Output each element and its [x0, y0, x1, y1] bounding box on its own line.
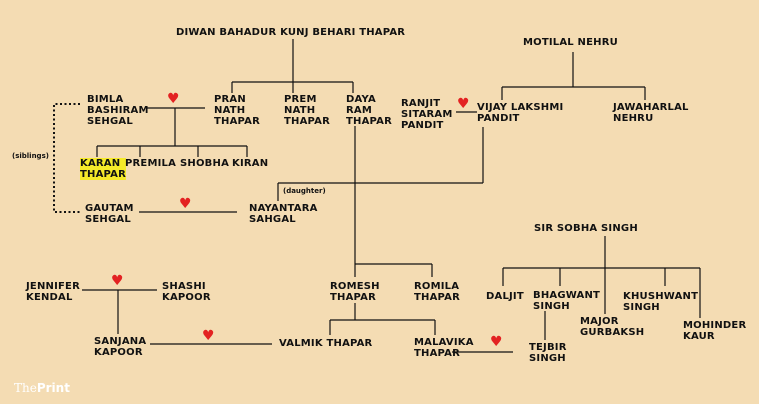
person-vijay-lakshmi-pandit: VIJAY LAKSHMI PANDIT: [477, 102, 564, 124]
person-bimla-bashiram-sehgal: BIMLA BASHIRAM SEHGAL: [87, 94, 149, 127]
person-diwan-bahadur-kunj-behari-thapar: DIWAN BAHADUR KUNJ BEHARI THAPAR: [176, 27, 406, 38]
person-gautam-sehgal: GAUTAM SEHGAL: [85, 203, 134, 225]
heart-icon: ♥: [111, 273, 124, 289]
person-sanjana-kapoor: SANJANA KAPOOR: [94, 336, 147, 358]
person-prem-nath-thapar: PREM NATH THAPAR: [284, 94, 330, 127]
person-karan-thapar: KARAN THAPAR: [80, 158, 126, 180]
person-jawaharlal-nehru: JAWAHARLAL NEHRU: [613, 102, 689, 124]
person-valmik-thapar: VALMIK THAPAR: [279, 338, 373, 349]
person-khushwant-singh: KHUSHWANT SINGH: [623, 291, 699, 313]
person-romila-thapar: ROMILA THAPAR: [414, 281, 460, 303]
person-jennifer-kendal: JENNIFER KENDAL: [26, 281, 80, 303]
person-shobha: SHOBHA: [180, 158, 230, 169]
person-bhagwant-singh: BHAGWANT SINGH: [533, 290, 601, 312]
siblings-label: (siblings): [12, 152, 49, 160]
person-malavika-thapar: MALAVIKA THAPAR: [414, 337, 474, 359]
person-nayantara-sahgal: NAYANTARA SAHGAL: [249, 203, 318, 225]
heart-icon: ♥: [457, 96, 470, 112]
person-daya-ram-thapar: DAYA RAM THAPAR: [346, 94, 392, 127]
person-daljit: DALJIT: [486, 291, 524, 302]
person-shashi-kapoor: SHASHI KAPOOR: [162, 281, 211, 303]
person-pran-nath-thapar: PRAN NATH THAPAR: [214, 94, 260, 127]
theprint-logo: ThePrint: [14, 381, 70, 395]
person-tejbir-singh: TEJBIR SINGH: [529, 342, 567, 364]
heart-icon: ♥: [202, 328, 215, 344]
heart-icon: ♥: [179, 196, 192, 212]
heart-icon: ♥: [490, 334, 503, 350]
person-romesh-thapar: ROMESH THAPAR: [330, 281, 380, 303]
person-sir-sobha-singh: SIR SOBHA SINGH: [534, 223, 638, 234]
person-major-gurbaksh: MAJOR GURBAKSH: [580, 316, 645, 338]
logo-name: Print: [36, 381, 70, 395]
person-motilal-nehru: MOTILAL NEHRU: [523, 37, 618, 48]
person-premila: PREMILA: [125, 158, 177, 169]
person-kiran: KIRAN: [232, 158, 269, 169]
person-mohinder-kaur: MOHINDER KAUR: [683, 320, 747, 342]
person-ranjit-sitaram-pandit: RANJIT SITARAM PANDIT: [401, 98, 453, 131]
logo-prefix: The: [14, 381, 37, 395]
daughter-label: (daughter): [283, 187, 326, 195]
heart-icon: ♥: [167, 91, 180, 107]
